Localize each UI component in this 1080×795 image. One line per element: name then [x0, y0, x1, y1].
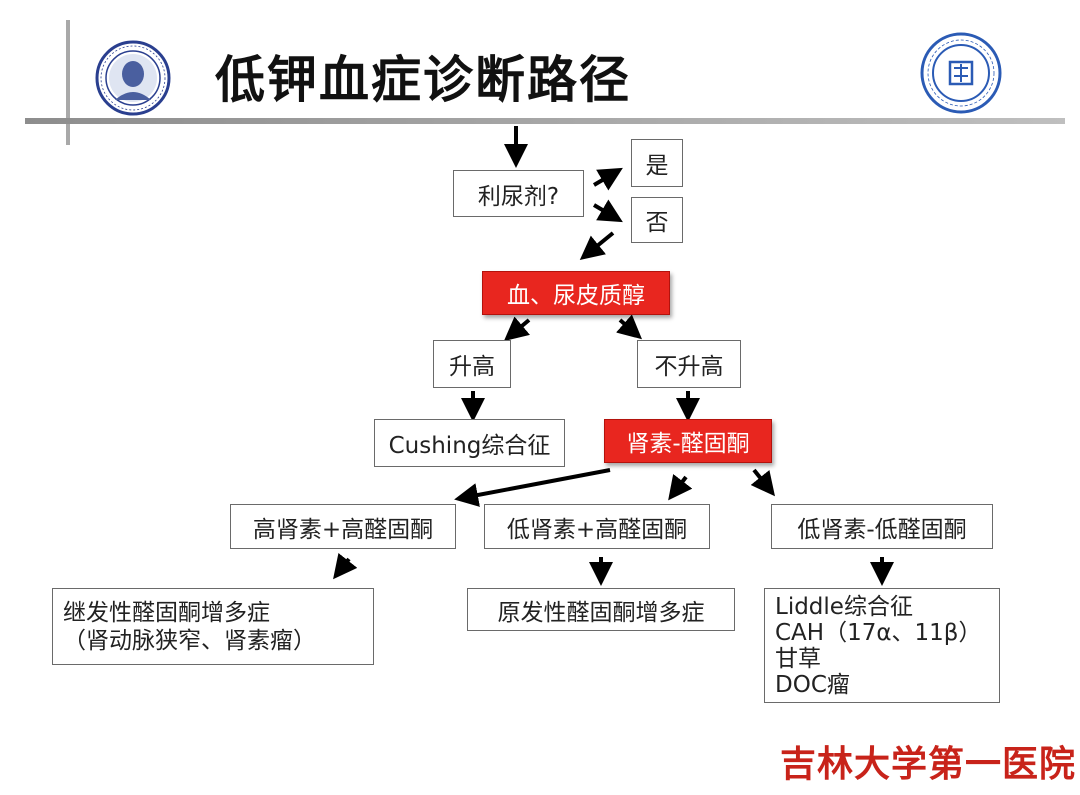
arrow-to-low-low: [750, 468, 775, 497]
hospital-seal-logo: [95, 40, 171, 116]
cortisol-box: 血、尿皮质醇: [482, 271, 670, 315]
secondary-line-1: 继发性醛固酮增多症: [63, 599, 270, 626]
arrow-to-no: [592, 199, 623, 223]
liddle-line-4: DOC瘤: [775, 671, 850, 698]
primary-aldosteronism-box: 原发性醛固酮增多症: [467, 588, 735, 631]
secondary-aldosteronism-box: 继发性醛固酮增多症 （肾动脉狭窄、肾素瘤）: [52, 588, 374, 665]
cushing-box: Cushing综合征: [374, 419, 565, 467]
renin-aldosterone-box: 肾素-醛固酮: [604, 419, 772, 463]
arrow-to-low-high: [668, 474, 693, 501]
yes-box: 是: [631, 139, 683, 187]
arrow-to-not-elevated: [616, 314, 643, 340]
diuretic-box: 利尿剂?: [453, 170, 584, 217]
liddle-causes-box: Liddle综合征 CAH（17α、11β） 甘草 DOC瘤: [764, 588, 1000, 703]
footer-institution: 吉林大学第一医院: [780, 743, 1077, 785]
arrow-to-yes: [592, 167, 623, 191]
liddle-line-2: CAH（17α、11β）: [775, 619, 982, 646]
low-renin-low-aldo-box: 低肾素-低醛固酮: [771, 504, 993, 549]
university-seal-logo: [920, 32, 1002, 114]
no-box: 否: [631, 197, 683, 243]
title-vertical-rule: [66, 20, 70, 145]
title-horizontal-rule: [25, 118, 1065, 124]
not-elevated-box: 不升高: [637, 340, 741, 388]
liddle-line-1: Liddle综合征: [775, 593, 913, 620]
liddle-line-3: 甘草: [775, 645, 821, 672]
high-renin-high-aldo-box: 高肾素+高醛固酮: [230, 504, 456, 549]
secondary-line-2: （肾动脉狭窄、肾素瘤）: [63, 627, 316, 654]
elevated-box: 升高: [433, 340, 511, 388]
arrow-to-cortisol: [579, 231, 615, 261]
arrow-to-secondary: [333, 553, 358, 580]
page-title: 低钾血症诊断路径: [215, 51, 631, 109]
arrow-to-elevated: [503, 316, 531, 342]
arrow-to-high-high: [454, 468, 611, 507]
low-renin-high-aldo-box: 低肾素+高醛固酮: [484, 504, 710, 549]
